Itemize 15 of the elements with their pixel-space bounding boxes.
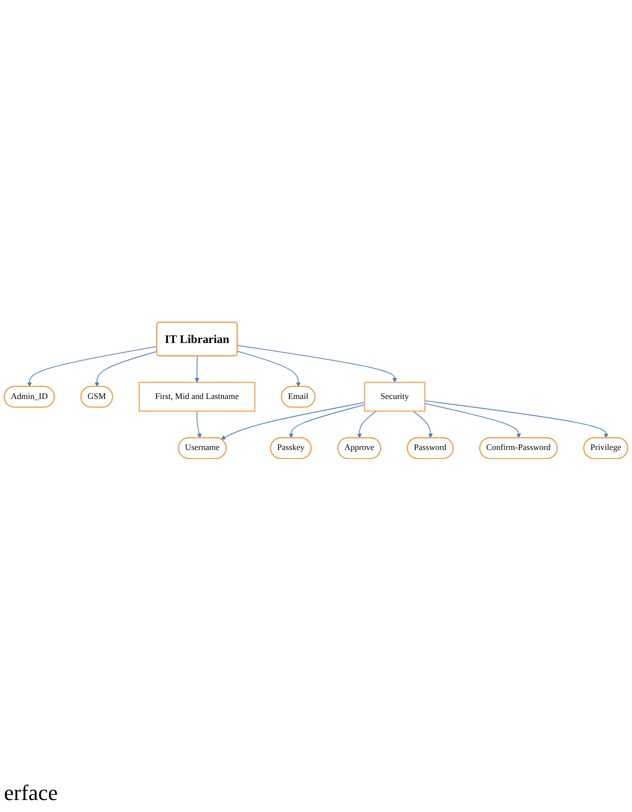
arrow bbox=[196, 410, 202, 438]
arrow bbox=[237, 344, 398, 382]
arrow bbox=[27, 346, 158, 386]
text-fragment: erface bbox=[4, 780, 58, 806]
arrow bbox=[220, 402, 365, 440]
arrow bbox=[424, 402, 521, 438]
arrow bbox=[357, 410, 377, 438]
arrow bbox=[194, 355, 200, 382]
arrow bbox=[237, 350, 301, 386]
node-box: Security bbox=[364, 381, 426, 412]
arrow bbox=[424, 400, 608, 438]
arrow bbox=[94, 350, 158, 386]
arrow bbox=[288, 404, 365, 438]
node-box: First, Mid and Lastname bbox=[138, 381, 256, 412]
arrow bbox=[412, 410, 433, 438]
